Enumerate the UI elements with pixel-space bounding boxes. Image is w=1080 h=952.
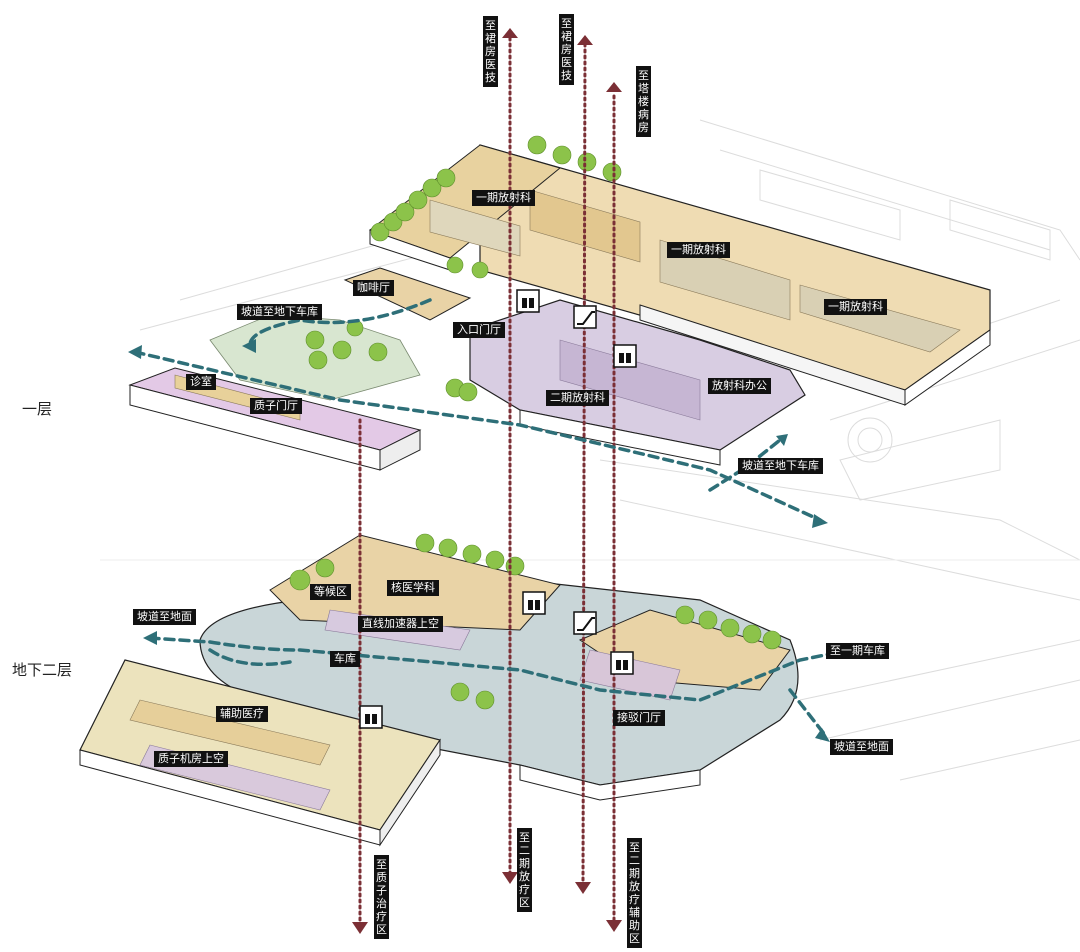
arrow-down-icon bbox=[352, 922, 368, 934]
vertical-label-phase2-radiotherapy: 至二期放疗区 bbox=[517, 828, 532, 912]
vertical-label-podium-tech-a: 至裙房医技 bbox=[483, 16, 498, 87]
elevator-icon bbox=[610, 651, 634, 675]
arrow-left-icon bbox=[128, 345, 142, 359]
elevator-icon bbox=[522, 591, 546, 615]
vehicle-flow-first-main bbox=[133, 350, 822, 522]
vertical-flows bbox=[358, 36, 616, 927]
vertical-label-podium-tech-b: 至裙房医技 bbox=[559, 14, 574, 85]
room-label-cafe: 咖啡厅 bbox=[353, 280, 394, 296]
room-label-clinic: 诊室 bbox=[186, 374, 216, 390]
escalator-icon bbox=[573, 305, 597, 329]
arrow-up-icon bbox=[577, 35, 593, 45]
vertical-flow-podium-b bbox=[581, 43, 587, 882]
room-label-transfer-hall: 接驳门厅 bbox=[613, 710, 665, 726]
trees-basement bbox=[289, 533, 782, 710]
room-label-radiology-office: 放射科办公 bbox=[708, 378, 771, 394]
vertical-label-tower-ward: 至塔楼病房 bbox=[636, 66, 651, 137]
room-label-radiology-1a: 一期放射科 bbox=[472, 190, 535, 206]
room-label-radiology-1b: 一期放射科 bbox=[667, 242, 730, 258]
floor-label-basement2: 地下二层 bbox=[12, 661, 73, 679]
floor-label-first: 一层 bbox=[22, 400, 53, 418]
arrow-down-icon bbox=[815, 728, 830, 742]
route-label-ramp-right: 坡道至地下车库 bbox=[738, 458, 823, 474]
room-label-waiting: 等候区 bbox=[310, 584, 351, 600]
arrow-up-icon bbox=[776, 434, 788, 446]
vehicle-flow-b2-ramp-right bbox=[788, 688, 827, 737]
room-label-nuclear: 核医学科 bbox=[387, 580, 439, 596]
arrow-up-icon bbox=[502, 28, 518, 38]
room-label-radiology-2: 二期放射科 bbox=[546, 390, 609, 406]
vehicle-flow-ramp-left bbox=[248, 298, 432, 347]
vertical-label-proton-treatment: 至质子治疗区 bbox=[374, 855, 389, 939]
route-label-ramp-ground-right: 坡道至地面 bbox=[830, 739, 893, 755]
elevator-icon bbox=[516, 289, 540, 313]
route-label-ramp-left: 坡道至地下车库 bbox=[237, 304, 322, 320]
vertical-label-phase2-radiotherapy-aux: 至二期放疗辅助区 bbox=[627, 838, 642, 948]
room-label-entrance-hall: 入口门厅 bbox=[453, 322, 505, 338]
trees-first-floor bbox=[305, 135, 622, 402]
arrow-down-icon bbox=[502, 872, 518, 884]
room-label-linac: 直线加速器上空 bbox=[358, 616, 443, 632]
basement-floor-slab bbox=[79, 534, 799, 847]
arrow-left-icon bbox=[242, 339, 256, 353]
escalator-icon bbox=[573, 611, 597, 635]
route-label-to-phase1-garage: 至一期车库 bbox=[826, 643, 889, 659]
vehicle-flow-b2-loop bbox=[208, 648, 292, 667]
vehicle-flow-ramp-right bbox=[708, 438, 782, 492]
vehicle-flow-b2-main bbox=[148, 636, 852, 702]
room-label-garage: 车库 bbox=[330, 651, 360, 667]
elevator-icon bbox=[359, 705, 383, 729]
arrow-up-icon bbox=[606, 82, 622, 92]
room-label-radiology-1c: 一期放射科 bbox=[824, 299, 887, 315]
route-label-ramp-ground-left: 坡道至地面 bbox=[133, 609, 196, 625]
vehicle-flows bbox=[133, 298, 852, 737]
room-label-aux-medical: 辅助医疗 bbox=[216, 706, 268, 722]
elevator-icon bbox=[613, 344, 637, 368]
circulation-icons bbox=[359, 289, 637, 729]
arrow-left-icon bbox=[143, 631, 157, 645]
vertical-flow-arrowheads bbox=[352, 28, 622, 934]
room-label-proton-hall: 质子门厅 bbox=[250, 398, 302, 414]
arrow-right-icon bbox=[812, 514, 828, 528]
room-label-proton-machine: 质子机房上空 bbox=[154, 751, 228, 767]
arrow-down-icon bbox=[575, 882, 591, 894]
arrow-down-icon bbox=[606, 920, 622, 932]
